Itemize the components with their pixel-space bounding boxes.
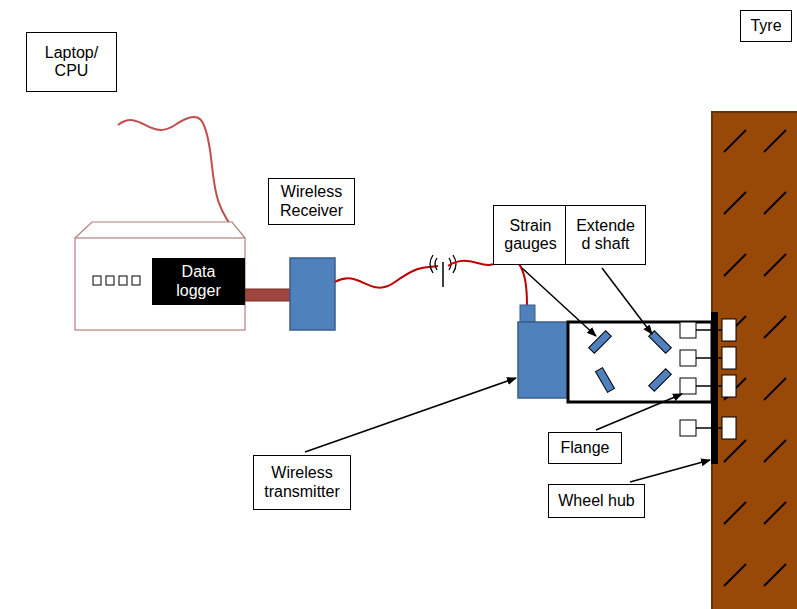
bolt-shank <box>696 385 722 387</box>
label-box: Strain gauges <box>493 205 568 265</box>
node-text: Tyre <box>749 17 783 35</box>
bolt-head <box>680 350 696 366</box>
tyre-body <box>712 112 797 609</box>
leader-arrow <box>630 460 710 482</box>
node-text: Extende d shaft <box>574 217 637 254</box>
logger-button <box>119 276 127 285</box>
node-text: Wireless Receiver <box>277 183 346 220</box>
label-box: Flange <box>548 432 622 464</box>
label-box: Wheel hub <box>548 484 645 518</box>
wireless-receiver <box>290 258 335 330</box>
bolt-head <box>680 378 696 394</box>
strain-gauge <box>596 368 615 393</box>
leader-arrow <box>522 268 596 336</box>
leader-arrow <box>602 268 652 334</box>
bolts <box>680 319 736 439</box>
strain-gauge <box>649 369 672 392</box>
bolt-nut <box>722 375 736 397</box>
transmitter-antenna <box>520 305 535 322</box>
strain-gauge <box>589 331 612 354</box>
bolt-nut <box>722 347 736 369</box>
bolt-shank <box>696 357 722 359</box>
display-panel: Data logger <box>152 258 245 305</box>
node-text: Data logger <box>165 263 232 300</box>
node-text: Flange <box>557 439 613 457</box>
label-box: Wireless Receiver <box>268 178 355 225</box>
node-text: Wireless transmitter <box>262 464 342 501</box>
logger-button <box>93 276 101 285</box>
label-box: Tyre <box>740 10 792 42</box>
bolt-head <box>680 420 696 436</box>
bolt-shank <box>696 427 722 429</box>
bolt-shank <box>696 329 722 331</box>
transmitter-cable <box>448 259 527 305</box>
strain-gauge <box>649 331 672 354</box>
node-text: Strain gauges <box>502 217 559 254</box>
tyre-tread <box>712 112 797 609</box>
node-text: Laptop/ CPU <box>35 44 108 81</box>
leader-arrow <box>596 394 682 430</box>
bolt-nut <box>722 417 736 439</box>
antenna-wave <box>435 258 437 270</box>
antenna-symbol <box>430 255 456 287</box>
label-box: Extende d shaft <box>565 205 646 265</box>
receiver-cable <box>335 266 438 288</box>
laptop-cable <box>118 117 240 237</box>
wheel-hub <box>711 312 718 464</box>
antenna-mast <box>442 262 444 287</box>
antenna-wave <box>430 255 433 273</box>
logger-cable <box>245 289 291 301</box>
extended-shaft <box>568 322 712 402</box>
node-text: Wheel hub <box>557 492 636 510</box>
wireless-transmitter <box>518 322 568 398</box>
logger-button <box>106 276 114 285</box>
logger-button <box>132 276 140 285</box>
bolt-head <box>680 322 696 338</box>
bolt-nut <box>722 319 736 341</box>
logger-housing <box>75 238 245 330</box>
logger-housing-top <box>75 222 245 238</box>
label-box: Laptop/ CPU <box>26 32 117 92</box>
leader-arrow <box>305 378 516 452</box>
label-box: Wireless transmitter <box>253 455 351 510</box>
